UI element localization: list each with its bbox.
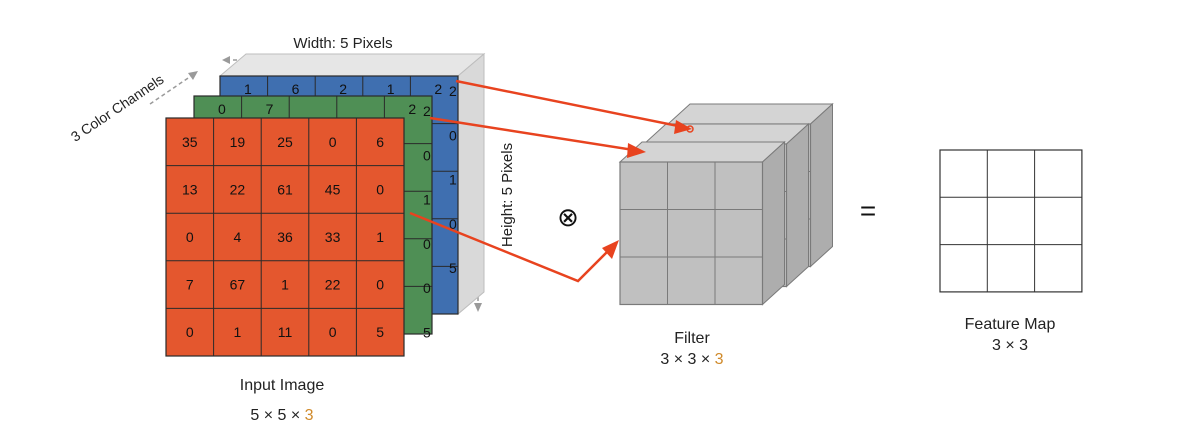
green-edge-value: 0 — [423, 147, 431, 163]
filter-title: Filter — [674, 330, 710, 347]
red-cell-value: 35 — [182, 134, 198, 150]
red-cell-value: 0 — [376, 181, 384, 197]
filter-dims-accent: 3 — [715, 351, 724, 368]
input-image-title: Input Image — [240, 377, 325, 394]
blue-edge-value: 1 — [449, 172, 457, 188]
arrow-red-to-filter — [409, 211, 616, 283]
filter-dims: 3 × 3 × 3 — [660, 351, 723, 368]
feature-map-dims: 3 × 3 — [992, 337, 1028, 354]
arrow-red-head-icon — [602, 240, 619, 259]
red-cell-value: 0 — [186, 229, 194, 245]
red-cell-value: 0 — [329, 324, 337, 340]
red-cell-value: 0 — [376, 277, 384, 293]
blue-edge-value: 2 — [339, 81, 347, 97]
arrow-target-dot — [686, 125, 694, 133]
red-cell-value: 5 — [376, 324, 384, 340]
width-arrow-left-icon — [222, 56, 230, 64]
input-dims-accent: 3 — [305, 407, 314, 424]
red-cell-value: 1 — [376, 229, 384, 245]
red-cell-value: 45 — [325, 181, 341, 197]
red-cell-value: 67 — [230, 277, 246, 293]
filter-front-face — [619, 161, 764, 306]
green-edge-value: 7 — [266, 101, 274, 117]
height-label: Height: 5 Pixels — [499, 143, 516, 247]
blue-channel-top-face — [218, 53, 486, 77]
blue-edge-value: 6 — [292, 81, 300, 97]
blue-edge-value: 1 — [244, 81, 252, 97]
red-cell-value: 13 — [182, 181, 198, 197]
blue-edge-value: 0 — [449, 216, 457, 232]
green-edge-value: 0 — [218, 101, 226, 117]
blue-edge-value: 2 — [434, 81, 442, 97]
channels-dimension — [149, 73, 195, 105]
red-cell-value: 22 — [230, 181, 246, 197]
filter-middle-side-face — [786, 122, 809, 288]
channels-arrow-icon — [188, 71, 198, 80]
filter-stack — [618, 102, 834, 306]
red-cell-value: 4 — [234, 229, 242, 245]
feature-map-grid — [939, 149, 1083, 293]
red-cell-value: 6 — [376, 134, 384, 150]
arrow-blue-head-icon — [674, 120, 692, 134]
arrow-green-head-icon — [627, 143, 646, 158]
equals-sign: = — [860, 195, 876, 226]
red-cell-value: 19 — [230, 134, 246, 150]
channels-label: 3 Color Channels — [68, 71, 167, 145]
channel-arrows — [409, 79, 689, 283]
blue-channel-side-face — [457, 52, 485, 316]
filter-back-side-face — [810, 102, 833, 268]
filter-back-top-face — [666, 103, 834, 125]
arrow-green-to-filter — [429, 116, 641, 153]
red-cell-value: 33 — [325, 229, 341, 245]
red-cell-value: 22 — [325, 277, 341, 293]
red-cell-value: 1 — [234, 324, 242, 340]
blue-edge-value: 5 — [449, 260, 457, 276]
red-cell-value: 7 — [186, 277, 194, 293]
red-cell-value: 25 — [277, 134, 293, 150]
red-cell-value: 36 — [277, 229, 293, 245]
convolution-operator-icon: ⊗ — [557, 202, 579, 232]
blue-edge-value: 1 — [387, 81, 395, 97]
green-edge-value: 0 — [423, 280, 431, 296]
red-cell-value: 61 — [277, 181, 293, 197]
feature-map-border — [939, 149, 1083, 293]
filter-front-side-face — [762, 140, 785, 306]
red-channel-face — [165, 117, 405, 357]
green-edge-value: 2 — [408, 101, 416, 117]
red-cell-value: 0 — [186, 324, 194, 340]
height-arrow-bottom-icon — [474, 303, 482, 312]
red-cell-value: 1 — [281, 277, 289, 293]
red-cell-value: 0 — [329, 134, 337, 150]
blue-edge-value: 2 — [449, 83, 457, 99]
filter-middle-top-face — [642, 123, 810, 145]
green-edge-value: 1 — [423, 192, 431, 208]
blue-edge-value: 0 — [449, 127, 457, 143]
green-edge-value: 2 — [423, 103, 431, 119]
arrow-blue-to-filter — [455, 79, 689, 130]
width-label: Width: 5 Pixels — [293, 35, 392, 52]
red-cell-value: 11 — [278, 324, 293, 340]
green-edge-value: 0 — [423, 236, 431, 252]
feature-map-title: Feature Map — [965, 316, 1056, 333]
input-image-dims: 5 × 5 × 3 — [250, 407, 313, 424]
green-edge-value: 5 — [423, 324, 431, 340]
